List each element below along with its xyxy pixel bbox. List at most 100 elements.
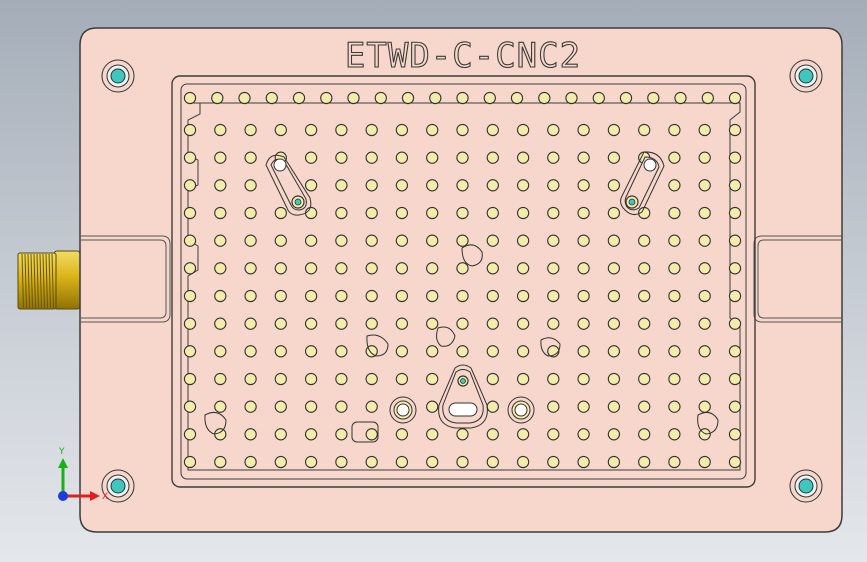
mounting-hole[interactable]	[789, 469, 823, 503]
grid-hole	[547, 206, 560, 220]
counterbore-right[interactable]	[507, 396, 535, 424]
grid-hole	[244, 179, 257, 192]
grid-hole	[335, 179, 348, 192]
grid-hole	[577, 372, 590, 386]
grid-hole	[607, 123, 621, 137]
mounting-hole[interactable]	[101, 469, 135, 503]
grid-hole	[547, 372, 560, 386]
grid-hole	[365, 317, 378, 330]
connector-thread	[42, 253, 45, 309]
hole-grid	[183, 91, 742, 469]
grid-hole	[214, 372, 227, 386]
grid-hole	[365, 428, 378, 441]
grid-hole	[592, 91, 605, 105]
grid-hole	[668, 345, 681, 358]
grid-hole	[395, 206, 409, 220]
grid-hole	[214, 428, 227, 441]
grid-hole	[728, 262, 742, 275]
counterbore-left[interactable]	[389, 396, 417, 424]
grid-hole	[516, 345, 530, 358]
grid-hole	[335, 345, 348, 358]
grid-hole	[668, 428, 681, 441]
grid-hole	[183, 400, 197, 413]
grid-hole	[365, 372, 378, 386]
grid-hole	[395, 234, 409, 247]
base-plate[interactable]	[79, 27, 843, 533]
grid-hole	[577, 455, 590, 469]
grid-hole	[638, 455, 651, 469]
grid-hole	[244, 372, 257, 386]
grid-hole	[304, 400, 318, 413]
grid-hole	[335, 262, 348, 275]
grid-hole	[214, 317, 227, 330]
grid-hole	[456, 179, 469, 192]
grid-hole	[647, 91, 660, 105]
locating-slot-bottom[interactable]	[438, 364, 488, 429]
grid-hole	[335, 428, 348, 441]
grid-hole	[274, 400, 287, 413]
grid-hole	[607, 289, 621, 303]
grid-hole	[638, 262, 651, 275]
slot-left[interactable]	[265, 154, 312, 216]
grid-hole	[486, 317, 499, 330]
grid-hole	[538, 91, 551, 105]
grid-hole	[395, 123, 409, 137]
grid-hole	[395, 345, 409, 358]
grid-hole	[274, 234, 287, 247]
grid-hole	[728, 317, 742, 330]
grid-hole	[638, 372, 651, 386]
grid-hole	[335, 455, 348, 469]
grid-hole	[214, 455, 227, 469]
connector-thread	[39, 253, 42, 309]
grid-hole	[577, 289, 590, 303]
grid-hole	[728, 123, 742, 137]
grid-hole	[698, 455, 711, 469]
connector-thread	[27, 253, 30, 309]
grid-hole	[607, 179, 621, 192]
grid-hole	[214, 262, 227, 275]
grid-hole	[668, 179, 681, 192]
grid-hole	[335, 372, 348, 386]
grid-hole	[214, 289, 227, 303]
grid-hole	[607, 455, 621, 469]
grid-hole	[638, 428, 651, 441]
grid-hole	[244, 123, 257, 137]
pocket-inner	[180, 83, 747, 480]
grid-hole	[401, 91, 415, 105]
grid-hole	[668, 289, 681, 303]
triad-y-label: Y	[58, 447, 65, 457]
grid-hole	[244, 262, 257, 275]
grid-hole	[577, 123, 590, 137]
grid-hole	[510, 91, 524, 105]
grid-hole	[244, 206, 257, 220]
grid-hole	[395, 151, 409, 164]
grid-hole	[668, 400, 681, 413]
slot-right[interactable]	[620, 151, 665, 216]
grid-hole	[335, 289, 348, 303]
grid-hole	[516, 179, 530, 192]
grid-hole	[335, 400, 348, 413]
grid-hole	[244, 345, 257, 358]
grid-hole	[698, 179, 711, 192]
grid-hole	[244, 400, 257, 413]
mounting-hole[interactable]	[789, 59, 823, 93]
grid-hole	[486, 289, 499, 303]
grid-hole	[607, 317, 621, 330]
grid-hole	[698, 151, 711, 164]
sma-connector[interactable]	[17, 250, 81, 310]
grid-hole	[668, 234, 681, 247]
grid-hole	[214, 179, 227, 192]
grid-hole	[577, 345, 590, 358]
right-flange-groove	[753, 235, 842, 323]
grid-hole	[607, 372, 621, 386]
triad-x-label: X	[102, 492, 108, 502]
grid-hole	[668, 317, 681, 330]
grid-hole	[607, 234, 621, 247]
grid-hole	[486, 400, 499, 413]
connector-thread	[24, 253, 27, 309]
grid-hole	[607, 428, 621, 441]
mounting-hole[interactable]	[101, 59, 135, 93]
grid-hole	[516, 123, 530, 137]
